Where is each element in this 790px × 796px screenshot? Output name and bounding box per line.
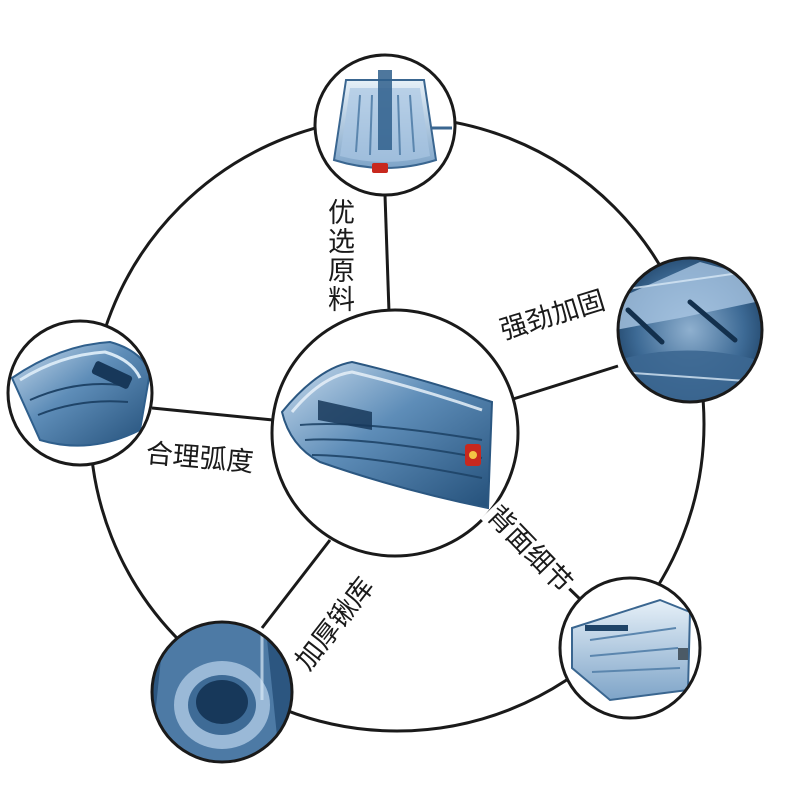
spoke-right (509, 364, 619, 402)
spoke-left (151, 406, 274, 422)
photo-main-shovel (270, 308, 520, 558)
photo-socket (150, 620, 294, 764)
spoke-bottom-left (260, 539, 332, 629)
photo-curve (6, 319, 154, 467)
photo-back-view (558, 576, 702, 720)
label-premium-material: 优选原料 (323, 196, 354, 316)
photo-top-shovel (313, 53, 457, 197)
spoke-top (383, 194, 391, 313)
photo-reinforcement (616, 256, 764, 404)
